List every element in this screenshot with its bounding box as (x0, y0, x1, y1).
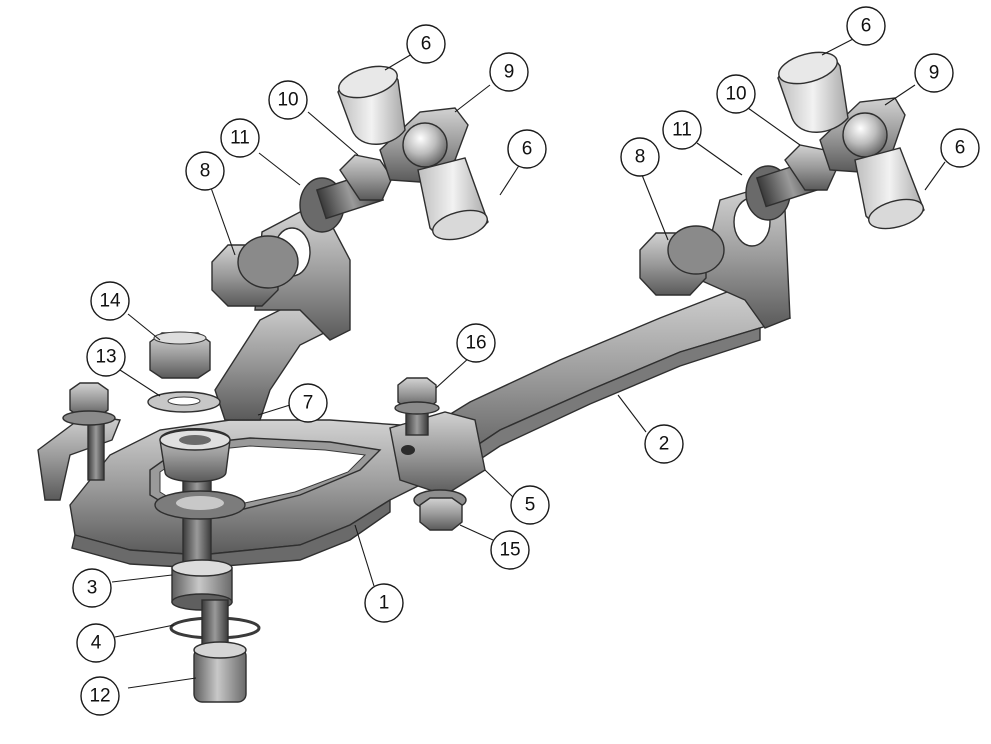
callout-16: 16 (456, 323, 496, 363)
part-8-nut-left (211, 235, 299, 307)
svg-text:4: 4 (91, 633, 102, 654)
callout-6: 6 (406, 24, 446, 64)
svg-text:6: 6 (421, 34, 432, 55)
svg-text:10: 10 (725, 84, 746, 105)
callouts: 6 9 10 11 6 8 6 9 10 11 6 8 14 13 16 7 2… (72, 6, 980, 716)
callout-13: 13 (86, 337, 126, 377)
callout-6: 6 (507, 129, 547, 169)
svg-text:12: 12 (89, 686, 110, 707)
part-6-spacer-lower-right (854, 147, 925, 230)
callout-4: 4 (76, 623, 116, 663)
callout-2: 2 (644, 424, 684, 464)
part-6-spacer-lower-left (417, 157, 489, 241)
callout-5: 5 (510, 485, 550, 525)
part-13-washer (147, 391, 221, 413)
svg-text:5: 5 (525, 495, 536, 516)
leader-lines (111, 37, 946, 689)
callout-11: 11 (662, 110, 702, 150)
central-stud-assembly (154, 428, 246, 571)
svg-text:9: 9 (929, 63, 940, 84)
part-16-bolt (394, 377, 440, 436)
svg-text:1: 1 (379, 593, 390, 614)
left-bolt (62, 382, 116, 481)
callout-1: 1 (364, 583, 404, 623)
callout-8: 8 (620, 137, 660, 177)
svg-text:7: 7 (303, 393, 314, 414)
part-15-flange-nut (413, 489, 467, 531)
right-rod-end-assembly (639, 51, 925, 296)
svg-text:8: 8 (635, 147, 646, 168)
svg-text:11: 11 (230, 128, 250, 149)
svg-text:13: 13 (95, 347, 116, 368)
svg-text:16: 16 (465, 333, 486, 354)
part-12-cap-nut (193, 641, 247, 703)
callout-14: 14 (90, 281, 130, 321)
callout-10: 10 (716, 74, 756, 114)
callout-9: 9 (489, 52, 529, 92)
callout-11: 11 (220, 118, 260, 158)
svg-text:6: 6 (522, 139, 533, 160)
callout-6: 6 (846, 6, 886, 46)
callout-6: 6 (940, 128, 980, 168)
svg-text:15: 15 (499, 540, 520, 561)
svg-text:3: 3 (87, 578, 98, 599)
callout-8: 8 (185, 151, 225, 191)
part-6-spacer-upper-left (337, 65, 406, 145)
callout-12: 12 (80, 676, 120, 716)
left-rod-end-assembly (211, 65, 489, 307)
callout-15: 15 (490, 530, 530, 570)
part-14-nut (149, 331, 211, 379)
callout-9: 9 (914, 53, 954, 93)
svg-text:9: 9 (504, 62, 515, 83)
callout-3: 3 (72, 568, 112, 608)
part-6-spacer-upper-right (777, 51, 849, 133)
svg-text:10: 10 (277, 90, 298, 111)
part-8-nut-right (639, 225, 725, 296)
svg-text:11: 11 (672, 120, 692, 141)
svg-text:2: 2 (659, 434, 670, 455)
callout-7: 7 (288, 383, 328, 423)
part-2-long-arm (398, 187, 792, 484)
svg-text:8: 8 (200, 161, 211, 182)
callout-10: 10 (268, 80, 308, 120)
svg-text:6: 6 (861, 16, 872, 37)
svg-text:6: 6 (955, 138, 966, 159)
svg-text:14: 14 (99, 291, 121, 312)
